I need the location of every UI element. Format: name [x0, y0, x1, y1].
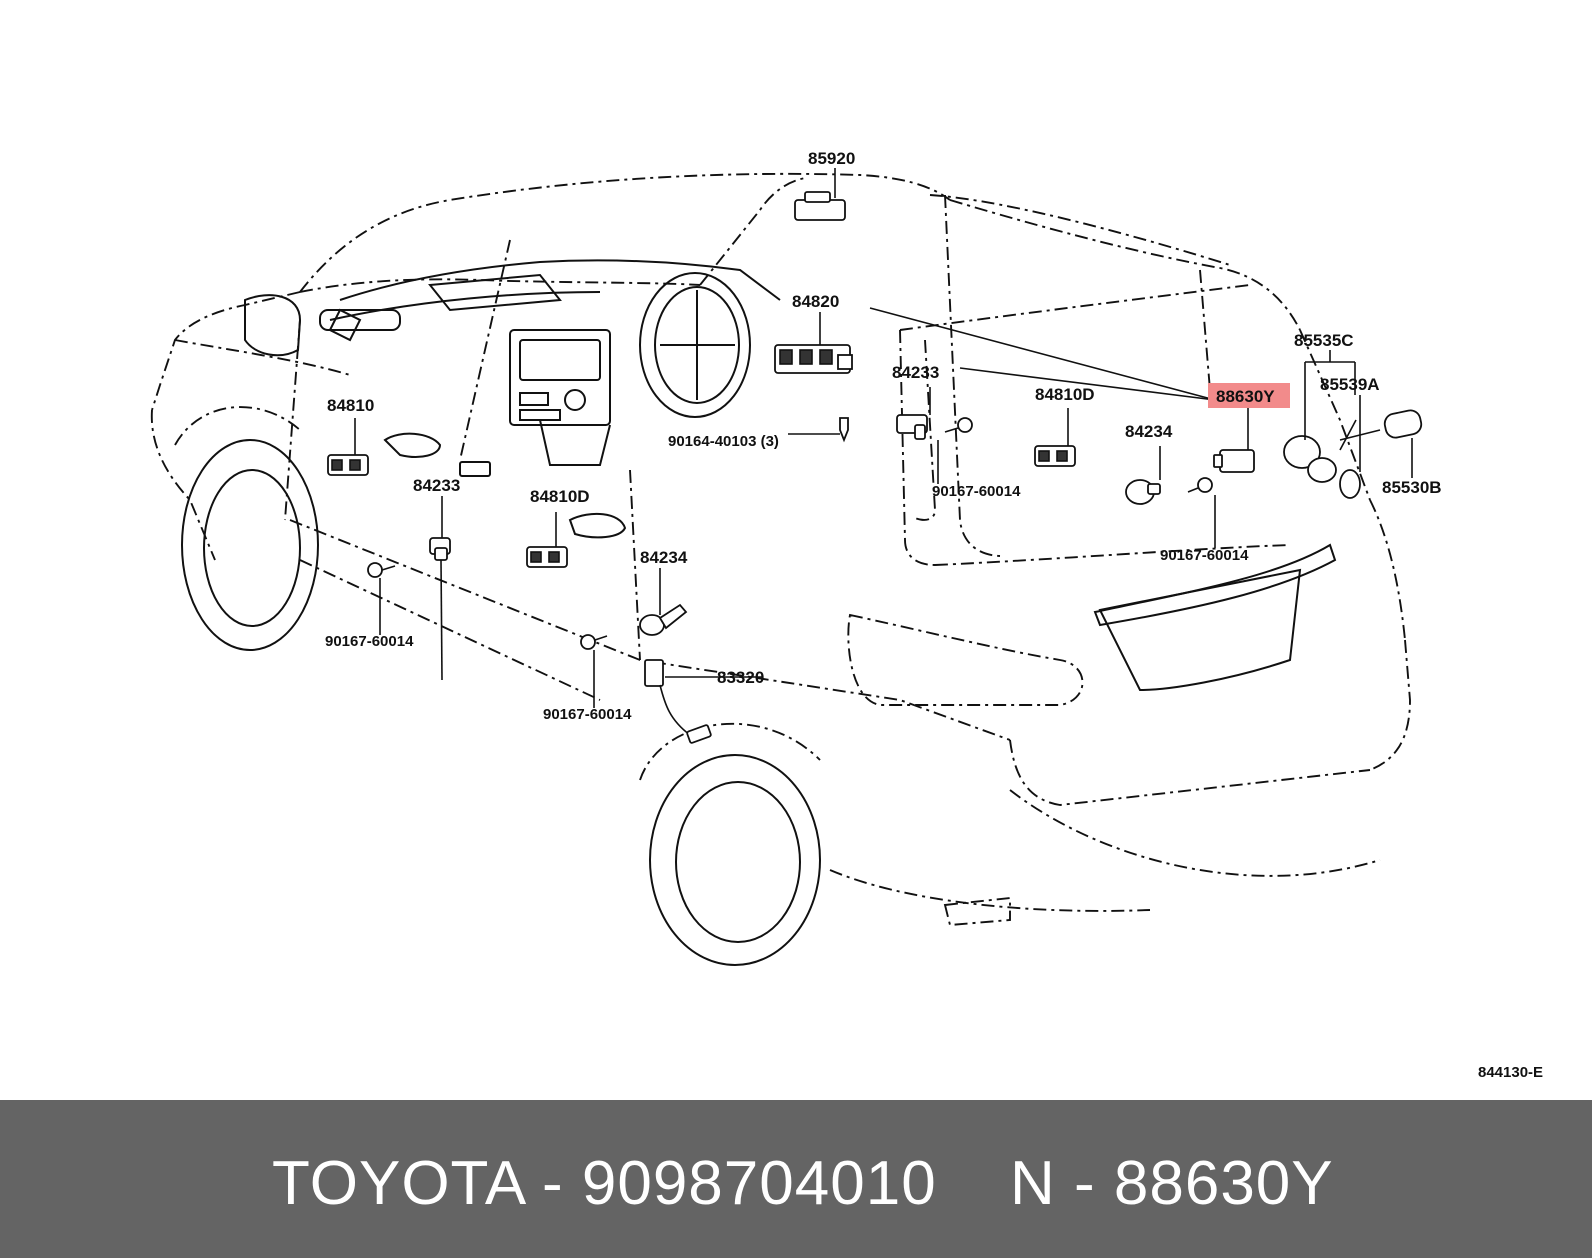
label-83320[interactable]: 83320: [717, 668, 764, 687]
label-84820[interactable]: 84820: [792, 292, 839, 311]
steering-wheel: [639, 272, 751, 418]
label-84234-left[interactable]: 84234: [640, 548, 688, 567]
highlight-88630Y: [1208, 383, 1290, 408]
label-84234-right[interactable]: 84234: [1125, 422, 1173, 441]
part-90167-60014-c[interactable]: [944, 417, 973, 433]
part-88630Y[interactable]: [1213, 449, 1255, 473]
footer-oem-part-number: TOYOTA - 9098704010: [272, 1149, 937, 1218]
part-84810D-front[interactable]: [526, 546, 568, 568]
label-84810D-rear[interactable]: 84810D: [1035, 385, 1095, 404]
label-90164-40103[interactable]: 90164-40103 (3): [668, 433, 779, 450]
part-84810D-rear[interactable]: [1034, 445, 1076, 467]
door-handles: [383, 432, 627, 539]
part-90164-40103[interactable]: [839, 417, 849, 443]
car-body-outline: [150, 172, 1411, 927]
label-85920[interactable]: 85920: [808, 149, 855, 168]
label-88630Y[interactable]: 88630Y: [1216, 387, 1275, 406]
label-90167-60014-right[interactable]: 90167-60014: [932, 483, 1021, 500]
part-84820[interactable]: [774, 344, 853, 374]
label-84233-right[interactable]: 84233: [892, 363, 939, 382]
part-83320[interactable]: [644, 659, 712, 744]
footer-diagram-code: N - 88630Y: [1010, 1149, 1334, 1218]
part-90167-60014-d[interactable]: [1187, 477, 1213, 493]
leader-lines: [354, 168, 1413, 708]
front-wheel: [174, 406, 319, 651]
vehicle-illustration: 85920 84820 84233 84810 84233 84810D 848…: [150, 149, 1543, 1081]
diagram-ref-code: 844130-E: [1478, 1064, 1543, 1081]
label-84810[interactable]: 84810: [327, 396, 374, 415]
label-84233-left[interactable]: 84233: [413, 476, 460, 495]
part-84234-right[interactable]: [1125, 479, 1161, 505]
dashboard: [319, 259, 781, 466]
part-84233-right[interactable]: [896, 414, 928, 440]
rear-wheel: [639, 722, 821, 966]
part-84233-left[interactable]: [429, 537, 451, 561]
side-mirror: [244, 294, 302, 357]
part-85539A[interactable]: [1339, 469, 1361, 499]
label-90167-60014-rear[interactable]: 90167-60014: [1160, 547, 1249, 564]
part-84810[interactable]: [327, 454, 369, 476]
part-85920[interactable]: [794, 191, 846, 221]
label-90167-60014-left[interactable]: 90167-60014: [325, 633, 414, 650]
callout-labels: 85920 84820 84233 84810 84233 84810D 848…: [325, 149, 1543, 1081]
part-84234-left[interactable]: [639, 603, 688, 636]
label-85539A[interactable]: 85539A: [1320, 375, 1380, 394]
part-85535C[interactable]: [1283, 435, 1337, 483]
part-85530B[interactable]: [1383, 409, 1423, 440]
label-84810D-front[interactable]: 84810D: [530, 487, 590, 506]
label-90167-60014-center[interactable]: 90167-60014: [543, 706, 632, 723]
footer-bar: [0, 1100, 1592, 1258]
label-85530B[interactable]: 85530B: [1382, 478, 1442, 497]
parts-diagram: 85920 84820 84233 84810 84233 84810D 848…: [150, 149, 1543, 1081]
part-90167-60014-a[interactable]: [367, 562, 396, 578]
part-90167-60014-b[interactable]: [580, 634, 608, 650]
label-85535C[interactable]: 85535C: [1294, 331, 1354, 350]
